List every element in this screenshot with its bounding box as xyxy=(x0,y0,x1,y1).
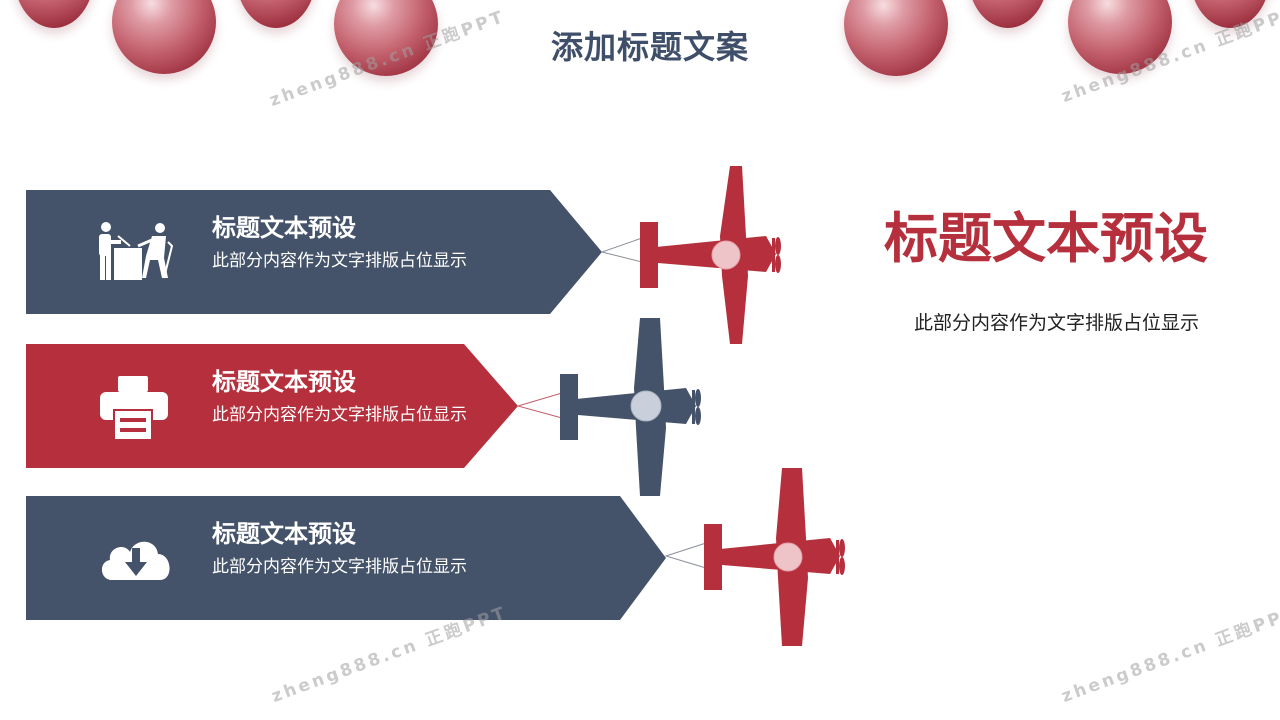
banner-shape xyxy=(26,190,602,314)
banner-text: 此部分内容作为文字排版占位显示 xyxy=(212,557,467,577)
banner-item[interactable]: 标题文本预设 此部分内容作为文字排版占位显示 xyxy=(26,190,686,314)
banner-heading: 标题文本预设 xyxy=(212,520,356,548)
banner-heading: 标题文本预设 xyxy=(212,214,356,242)
slide-title: 添加标题文案 xyxy=(550,28,749,66)
banner-item[interactable]: 标题文本预设 此部分内容作为文字排版占位显示 xyxy=(26,344,686,468)
side-text: 此部分内容作为文字排版占位显示 xyxy=(914,312,1200,334)
airplane-icon xyxy=(638,164,782,350)
watermark: zheng888.cn 正跑PPT xyxy=(1058,602,1280,707)
banner-heading: 标题文本预设 xyxy=(212,368,356,396)
airplane-icon xyxy=(702,466,846,652)
meeting-people-icon xyxy=(96,216,176,288)
side-heading: 标题文本预设 xyxy=(884,207,1208,270)
banner-item[interactable]: 标题文本预设 此部分内容作为文字排版占位显示 xyxy=(26,496,686,620)
cloud-download-icon xyxy=(96,522,176,594)
printer-icon xyxy=(96,370,176,442)
banner-shape xyxy=(26,496,666,620)
banner-text: 此部分内容作为文字排版占位显示 xyxy=(212,251,467,271)
airplane-icon xyxy=(558,316,702,502)
banner-text: 此部分内容作为文字排版占位显示 xyxy=(212,405,467,425)
